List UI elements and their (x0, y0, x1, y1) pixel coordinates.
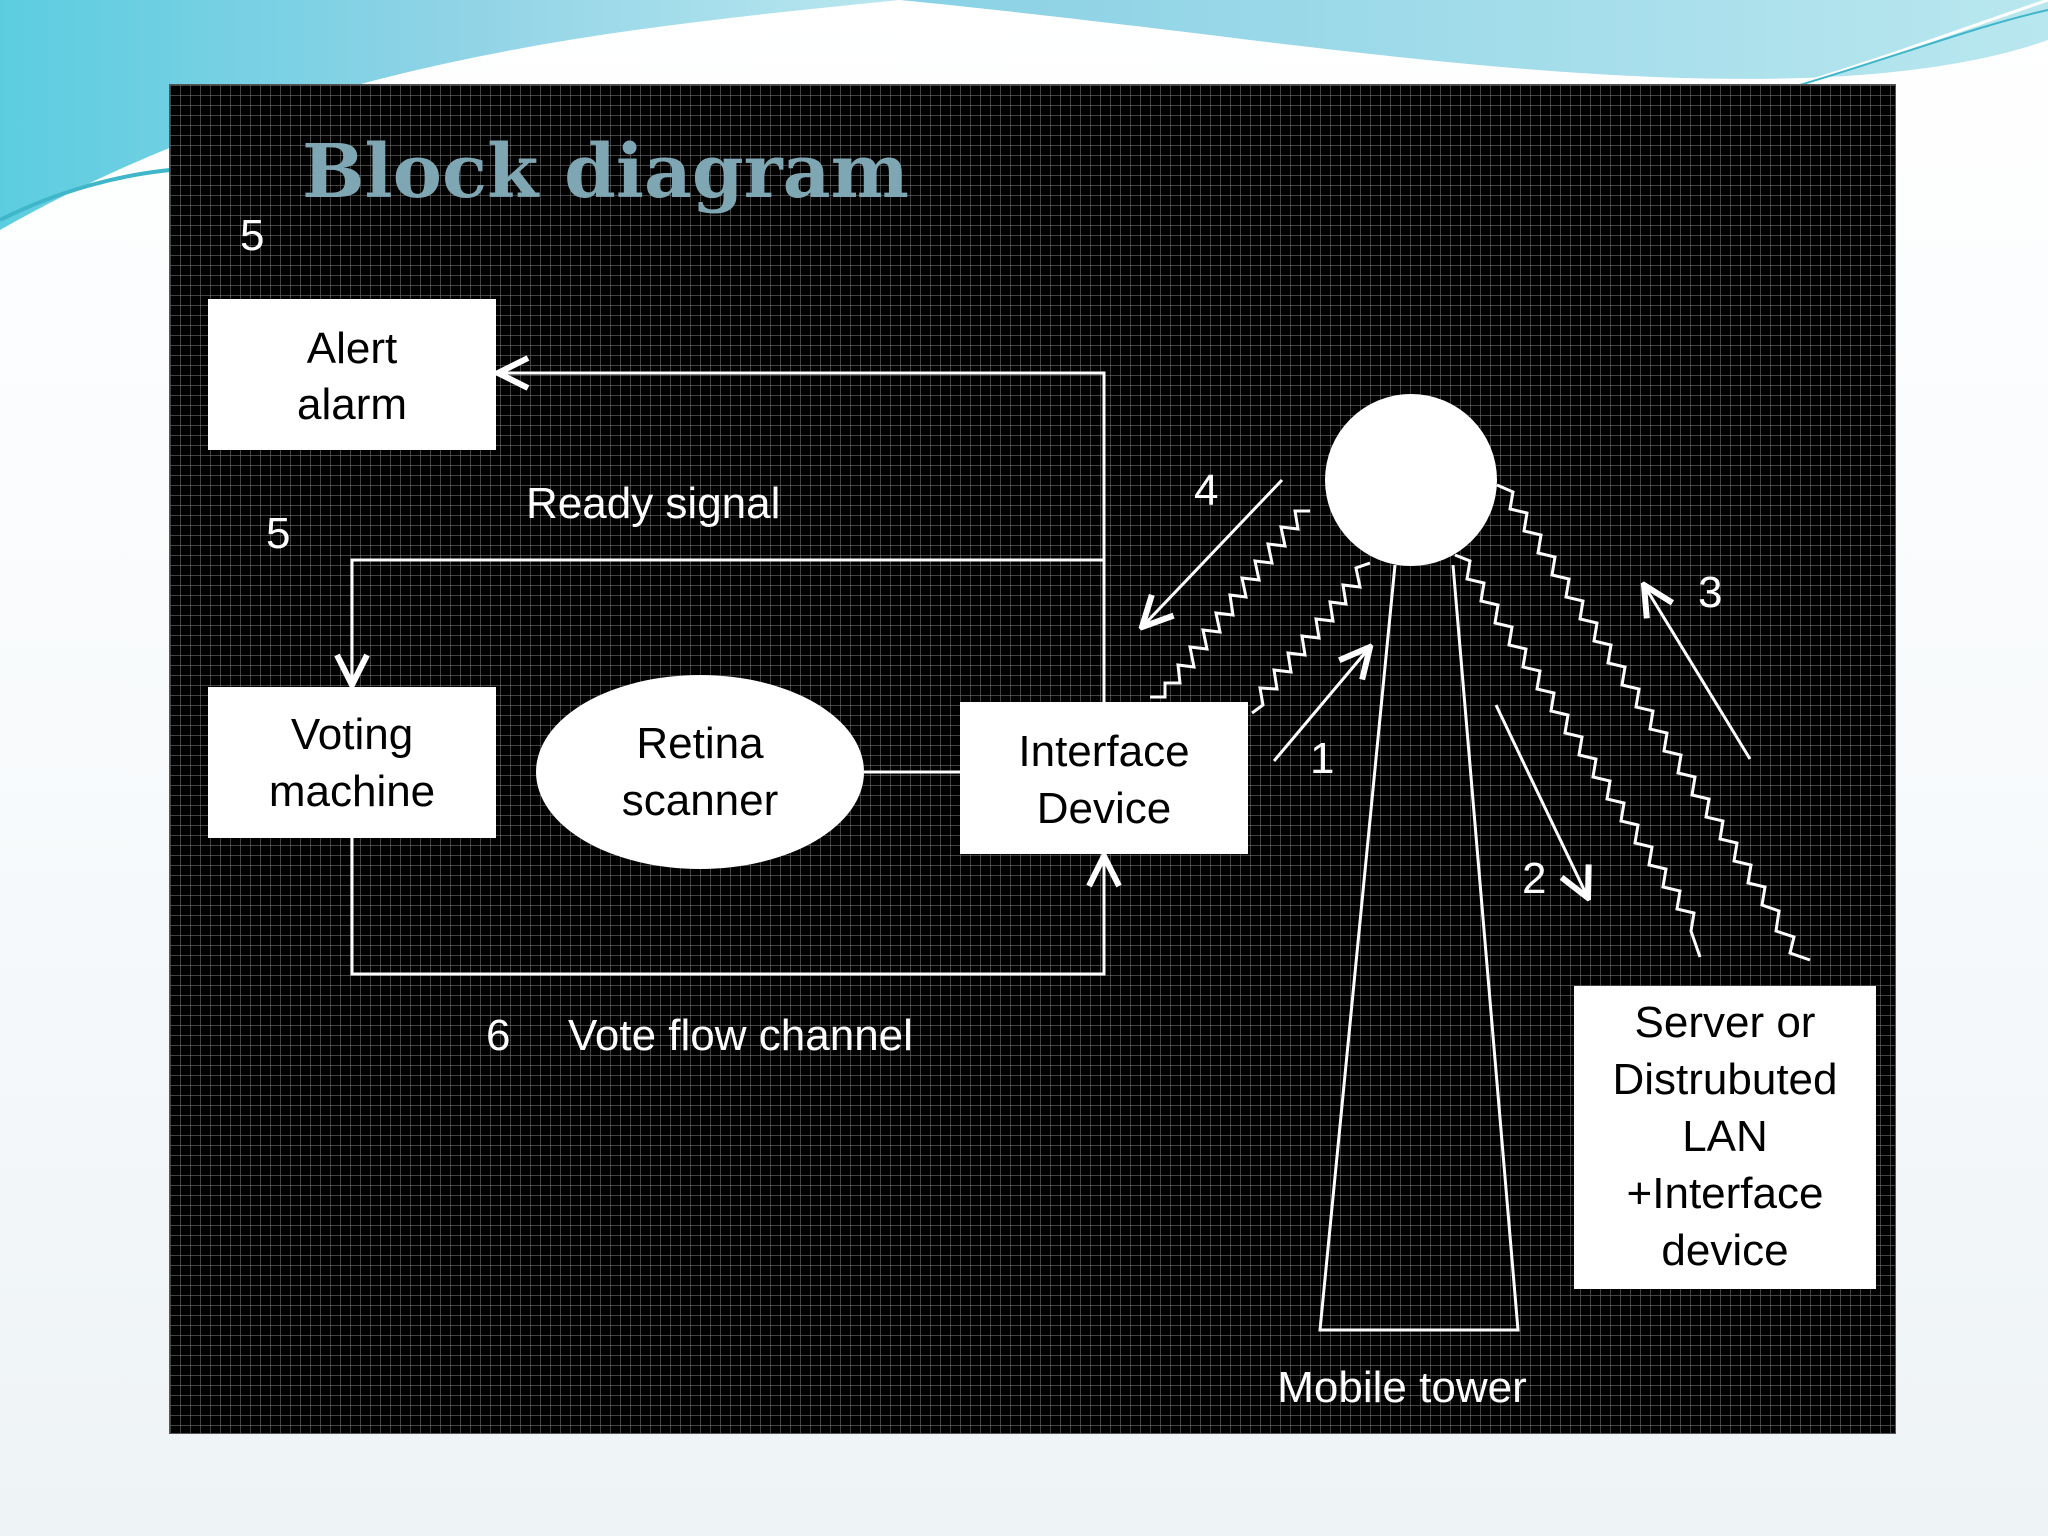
step-label-3: 3 (1698, 568, 1722, 617)
interface-device-node: Interface Device (960, 702, 1248, 854)
mobile-tower-label: Mobile tower (1277, 1363, 1526, 1412)
arrow-2 (1494, 704, 1588, 898)
alert-alarm-line-2: alarm (297, 380, 407, 429)
wave-line-left (0, 168, 171, 222)
alert-alarm-node: Alert alarm (208, 299, 496, 450)
ready-signal-line (352, 558, 1104, 685)
retina-scanner-node: Retina scanner (536, 675, 864, 869)
diagram-title: Block diagram (302, 129, 909, 215)
voting-machine-node: Voting machine (208, 687, 496, 838)
server-line-2: Distrubuted (1612, 1055, 1837, 1104)
step-label-5-alert: 5 (240, 211, 264, 260)
wireless-wave-interface-a (1150, 509, 1310, 699)
arrow-3 (1644, 585, 1752, 760)
block-diagram: Block diagram 5 5 6 4 3 1 2 Alert alarm … (208, 129, 1876, 1412)
step-label-5-voting: 5 (266, 509, 290, 558)
wireless-wave-server-a (1496, 483, 1811, 962)
server-line-3: LAN (1682, 1112, 1768, 1161)
arrow-4 (1142, 478, 1284, 627)
voting-machine-line-2: machine (269, 767, 435, 816)
step-label-2: 2 (1522, 854, 1546, 903)
server-line-1: Server or (1635, 998, 1816, 1047)
server-line-5: device (1661, 1226, 1788, 1275)
step-label-6: 6 (486, 1011, 510, 1060)
step-label-1: 1 (1310, 734, 1334, 783)
vote-flow-channel-label: Vote flow channel (568, 1011, 913, 1060)
step-label-4: 4 (1194, 466, 1218, 515)
ready-signal-label: Ready signal (526, 479, 780, 528)
server-line-4: +Interface (1627, 1169, 1824, 1218)
wave-band-left (0, 0, 900, 230)
server-node: Server or Distrubuted LAN +Interface dev… (1574, 986, 1876, 1289)
wireless-wave-interface-b (1251, 561, 1371, 715)
interface-device-line-2: Device (1037, 784, 1172, 833)
vote-flow-line (350, 838, 1104, 976)
wireless-wave-server-b (1454, 553, 1702, 958)
tower-antenna (1325, 394, 1497, 566)
wave-line-right-2 (1799, 9, 2048, 86)
interface-device-line-1: Interface (1018, 727, 1189, 776)
retina-scanner-line-2: scanner (622, 776, 779, 825)
tower-body (1318, 564, 1520, 1332)
alert-alarm-line-1: Alert (307, 324, 397, 373)
retina-scanner-line-1: Retina (636, 719, 764, 768)
diagram-panel: Block diagram 5 5 6 4 3 1 2 Alert alarm … (170, 85, 1895, 1433)
alert-signal-line (498, 373, 1106, 702)
mobile-tower-node: Mobile tower (1277, 394, 1527, 1412)
wave-line-right (1779, 0, 2048, 92)
voting-machine-line-1: Voting (291, 710, 413, 759)
wave-band (0, 0, 2048, 79)
arrow-1 (1272, 647, 1370, 762)
